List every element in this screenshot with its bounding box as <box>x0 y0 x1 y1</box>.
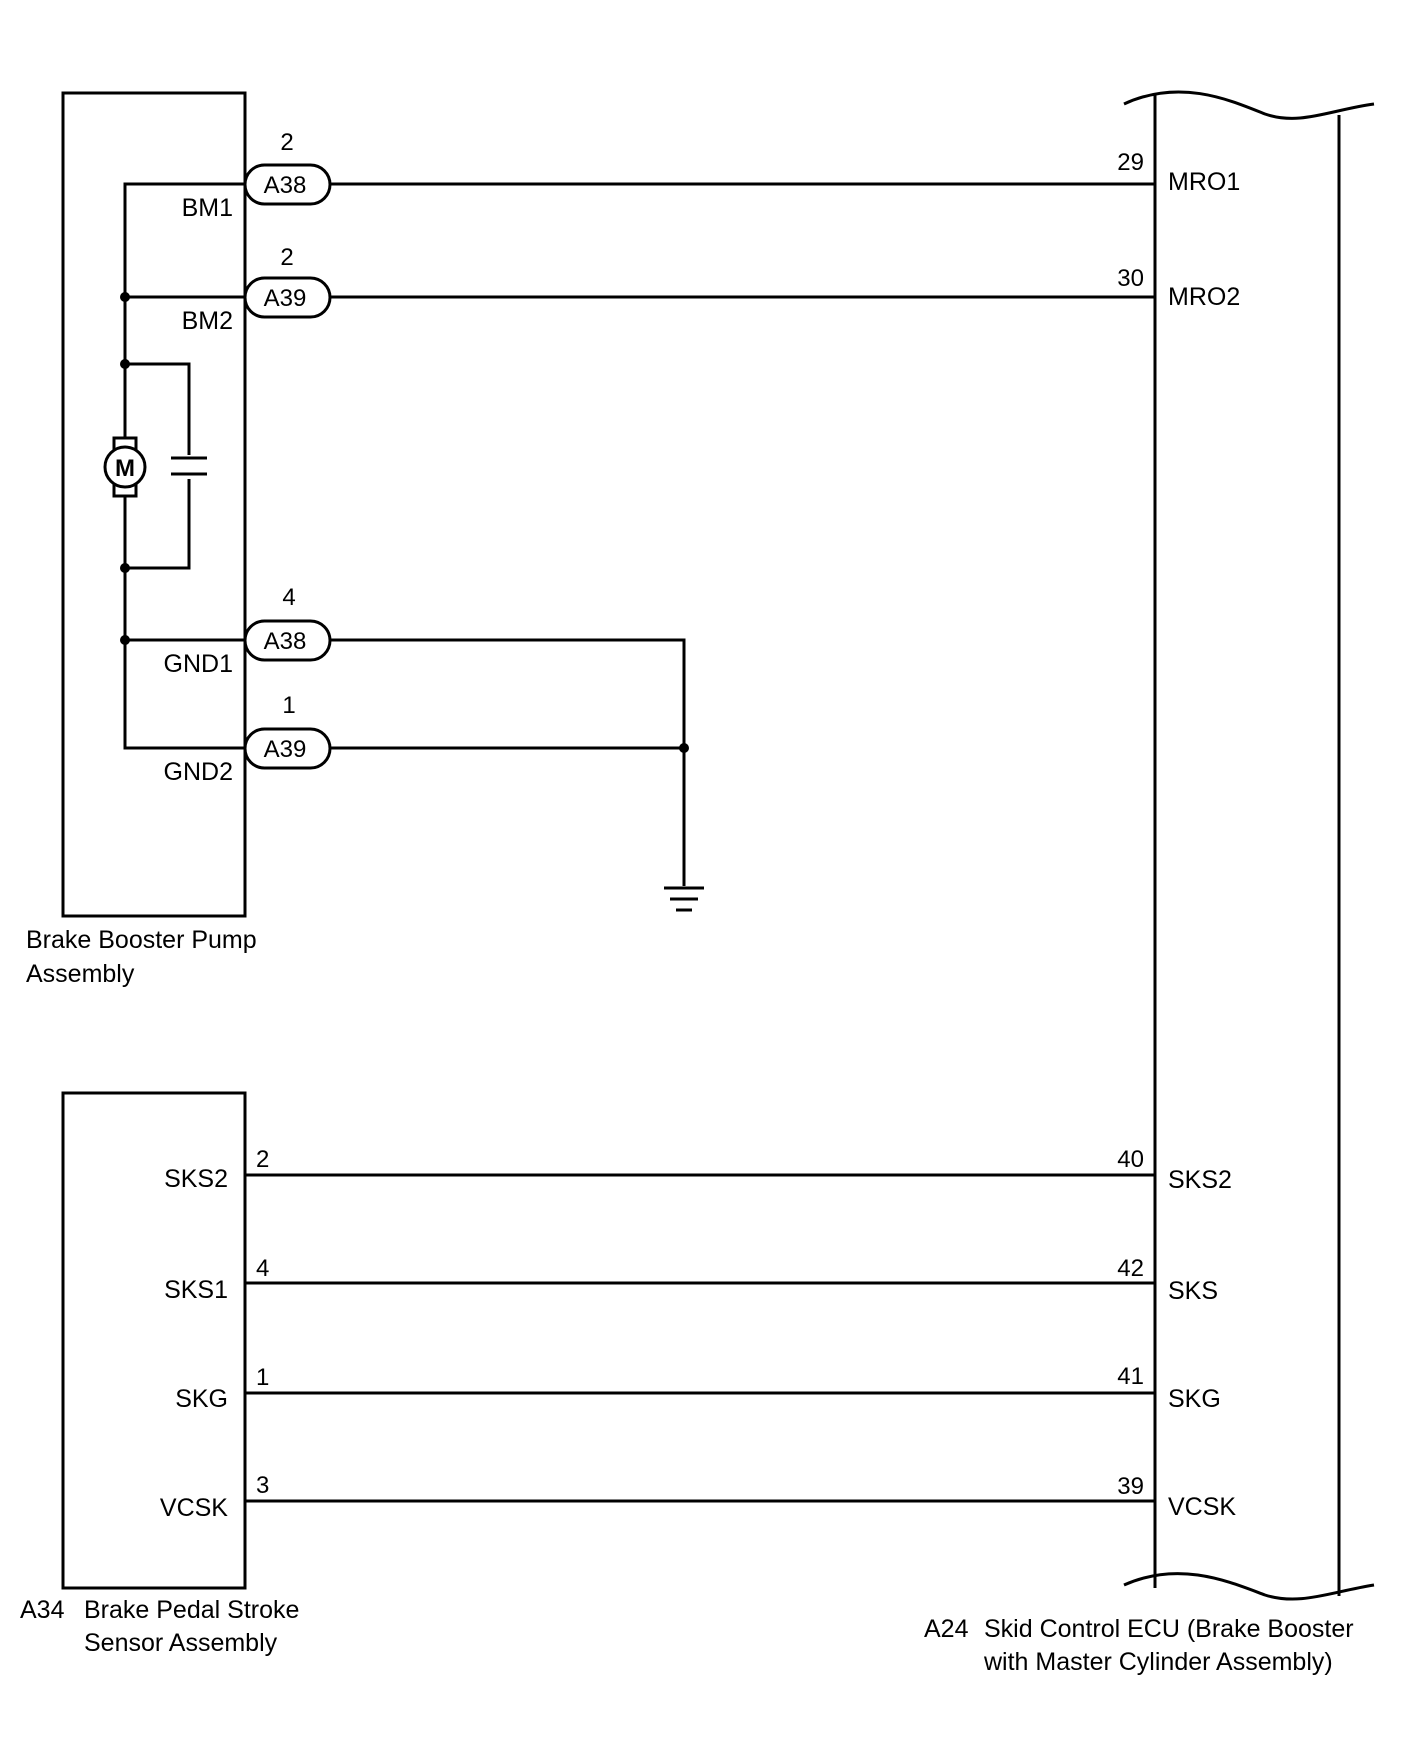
ecu-bottom-break <box>1123 1572 1375 1601</box>
junction-dot <box>120 359 130 369</box>
ground-icon <box>664 886 704 912</box>
ecu-pin-number: 30 <box>1117 265 1144 292</box>
sensor-caption-line1: Brake Pedal Stroke <box>84 1596 299 1624</box>
ecu-pin-number: 40 <box>1117 1146 1144 1173</box>
ecu-terminal-name: MRO2 <box>1168 283 1240 311</box>
ecu-caption-line1: Skid Control ECU (Brake Booster <box>984 1615 1354 1643</box>
sensor-pin-number: 2 <box>256 1146 269 1173</box>
junction-dot <box>120 635 130 645</box>
junction-dot <box>120 292 130 302</box>
pin-label-gnd2: GND2 <box>164 758 233 786</box>
sensor-caption-line2: Sensor Assembly <box>84 1629 278 1657</box>
sensor-terminal-name: VCSK <box>160 1494 228 1522</box>
junction-dot <box>679 743 689 753</box>
connector-pin-number: 1 <box>282 692 295 719</box>
motor-icon: M <box>103 436 147 498</box>
capacitor-icon <box>170 455 210 479</box>
sensor-terminal-name: SKS1 <box>164 1276 228 1304</box>
sensor-code: A34 <box>20 1596 65 1624</box>
sensor-pin-number: 4 <box>256 1255 269 1282</box>
pump-caption-line1: Brake Booster Pump <box>26 926 257 954</box>
connector-label: A38 <box>264 172 307 199</box>
ecu-pin-number: 29 <box>1117 149 1144 176</box>
sensor-pin-number: 1 <box>256 1364 269 1391</box>
connector-pin-number: 4 <box>282 584 295 611</box>
ecu-terminal-name: SKS2 <box>1168 1166 1232 1194</box>
sensor-pin-number: 3 <box>256 1472 269 1499</box>
wire-gnd1 <box>330 638 686 886</box>
junction-dot <box>120 563 130 573</box>
connector-label: A39 <box>264 736 307 763</box>
ecu-terminal-name: SKG <box>1168 1385 1221 1413</box>
connector-a39-bm2: A39 2 <box>243 244 332 319</box>
motor-symbol-label: M <box>115 455 135 482</box>
ecu-terminal-name: MRO1 <box>1168 168 1240 196</box>
ecu-pin-number: 41 <box>1117 1363 1144 1390</box>
ecu-pin-number: 42 <box>1117 1255 1144 1282</box>
connector-pin-number: 2 <box>280 129 293 156</box>
ecu-pin-number: 39 <box>1117 1473 1144 1500</box>
connector-label: A38 <box>264 628 307 655</box>
pump-caption-line2: Assembly <box>26 960 135 988</box>
pump-assembly: M BM1 BM2 GND1 GND2 Brake Booster Pump A… <box>26 91 257 988</box>
ecu-code: A24 <box>924 1615 969 1643</box>
ecu-top-break <box>1123 90 1375 120</box>
sensor-terminal-name: SKG <box>175 1385 228 1413</box>
pin-label-bm1: BM1 <box>182 194 233 222</box>
ecu-caption-line2: with Master Cylinder Assembly) <box>983 1648 1333 1676</box>
connector-pin-number: 2 <box>280 244 293 271</box>
pump-assembly-box <box>61 91 247 918</box>
pin-label-gnd1: GND1 <box>164 650 233 678</box>
connector-label: A39 <box>264 285 307 312</box>
skid-control-ecu: 29 MRO1 30 MRO2 40 SKS2 42 SKS 41 SKG 39… <box>924 90 1375 1676</box>
ecu-terminal-name: SKS <box>1168 1277 1218 1305</box>
stroke-sensor-box <box>61 1091 247 1590</box>
connector-a38-bm1: A38 2 <box>243 129 332 206</box>
ecu-terminal-name: VCSK <box>1168 1493 1236 1521</box>
connector-a38-gnd1: A38 4 <box>243 584 332 662</box>
pin-label-bm2: BM2 <box>182 307 233 335</box>
sensor-terminal-name: SKS2 <box>164 1165 228 1193</box>
stroke-sensor-assembly: 2 SKS2 4 SKS1 1 SKG 3 VCSK A34 Brake Ped… <box>20 1091 1155 1657</box>
connector-a39-gnd2: A39 1 <box>243 692 332 770</box>
